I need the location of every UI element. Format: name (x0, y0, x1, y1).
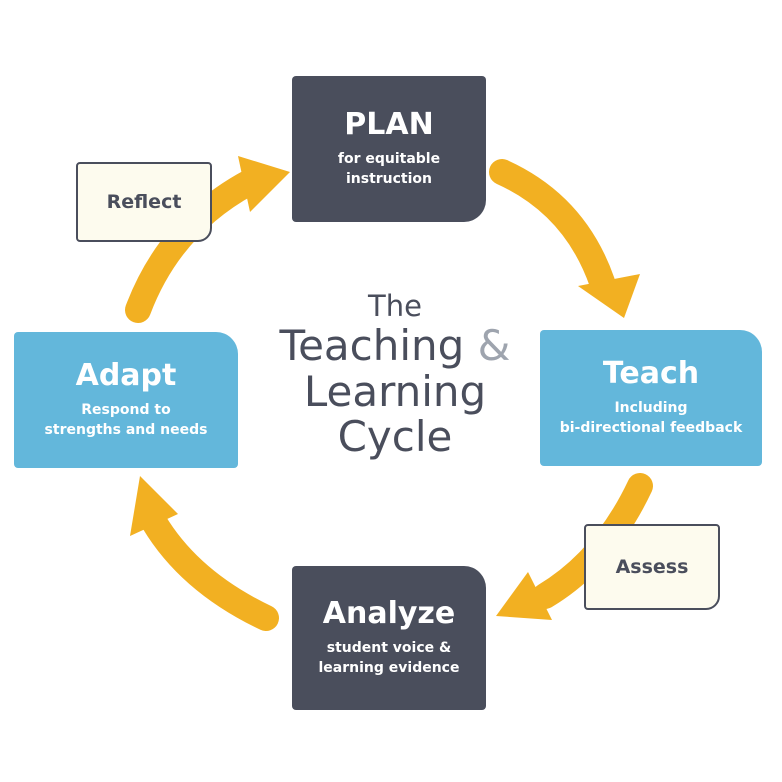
reflect-label: Reflect (76, 162, 212, 242)
plan-description: for equitable instruction (338, 149, 440, 190)
plan-title: PLAN (344, 107, 434, 143)
analyze-description-line1: student voice & (326, 639, 452, 656)
plan-description-line1: for equitable (337, 150, 441, 167)
arrow-plan-to-teach (489, 159, 640, 318)
ampersand: & (477, 321, 511, 371)
assess-label: Assess (584, 524, 720, 610)
adapt-stage-box: Adapt Respond to strengths and needs (14, 332, 238, 468)
adapt-description-line1: Respond to (81, 401, 171, 418)
teach-stage-box: Teach Including bi-directional feedback (540, 330, 762, 466)
center-title-teaching-line: Teaching & (255, 323, 535, 368)
center-title-teaching: Teaching (279, 321, 465, 371)
adapt-description: Respond to strengths and needs (45, 400, 208, 441)
teach-description-line1: Including (614, 399, 688, 416)
arrow-analyze-to-adapt (130, 476, 279, 631)
center-title: The Teaching & Learning Cycle (255, 289, 535, 462)
center-title-the: The (368, 289, 422, 323)
adapt-title: Adapt (75, 358, 177, 394)
teach-description-line2: bi-directional feedback (559, 420, 743, 437)
analyze-description: student voice & learning evidence (319, 638, 460, 679)
teach-title: Teach (602, 356, 700, 392)
analyze-description-line2: learning evidence (318, 660, 460, 677)
plan-stage-box: PLAN for equitable instruction (292, 76, 486, 222)
teach-description: Including bi-directional feedback (560, 398, 743, 439)
center-title-learning: Learning (303, 366, 487, 416)
center-title-cycle: Cycle (337, 412, 453, 462)
adapt-description-line2: strengths and needs (44, 422, 208, 439)
analyze-title: Analyze (322, 596, 456, 632)
plan-description-line2: instruction (345, 171, 433, 188)
analyze-stage-box: Analyze student voice & learning evidenc… (292, 566, 486, 710)
